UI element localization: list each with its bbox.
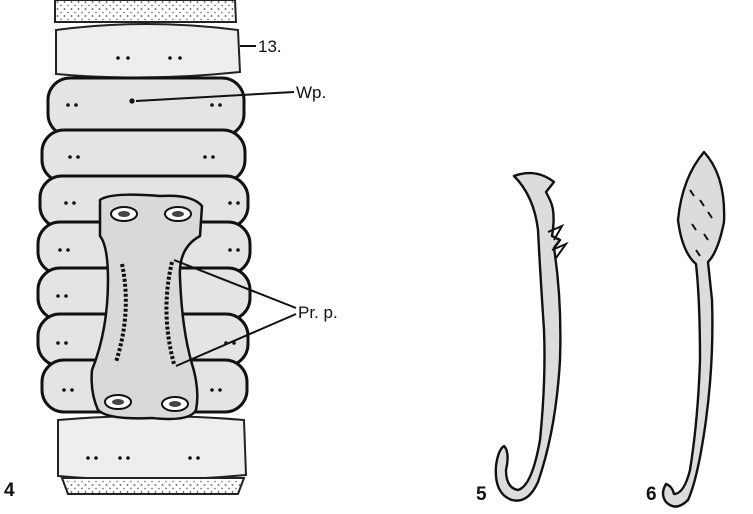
anterior-segment <box>55 0 236 22</box>
label-fig-5: 5 <box>476 484 487 505</box>
posterior-neck <box>62 478 244 494</box>
label-fig-4: 4 <box>4 480 15 501</box>
seta-figure-5 <box>496 173 566 501</box>
label-wp: Wp. <box>296 83 326 102</box>
posterior-segment <box>58 416 246 480</box>
segment-14 <box>48 78 244 136</box>
label-fig-6: 6 <box>646 484 657 505</box>
segment-13 <box>56 24 240 78</box>
segment-15 <box>42 130 245 182</box>
worm-ventral-view <box>38 0 250 494</box>
seta-figure-6 <box>663 152 724 507</box>
label-segment-13: 13. <box>258 37 282 56</box>
label-prp: Pr. p. <box>298 303 338 322</box>
